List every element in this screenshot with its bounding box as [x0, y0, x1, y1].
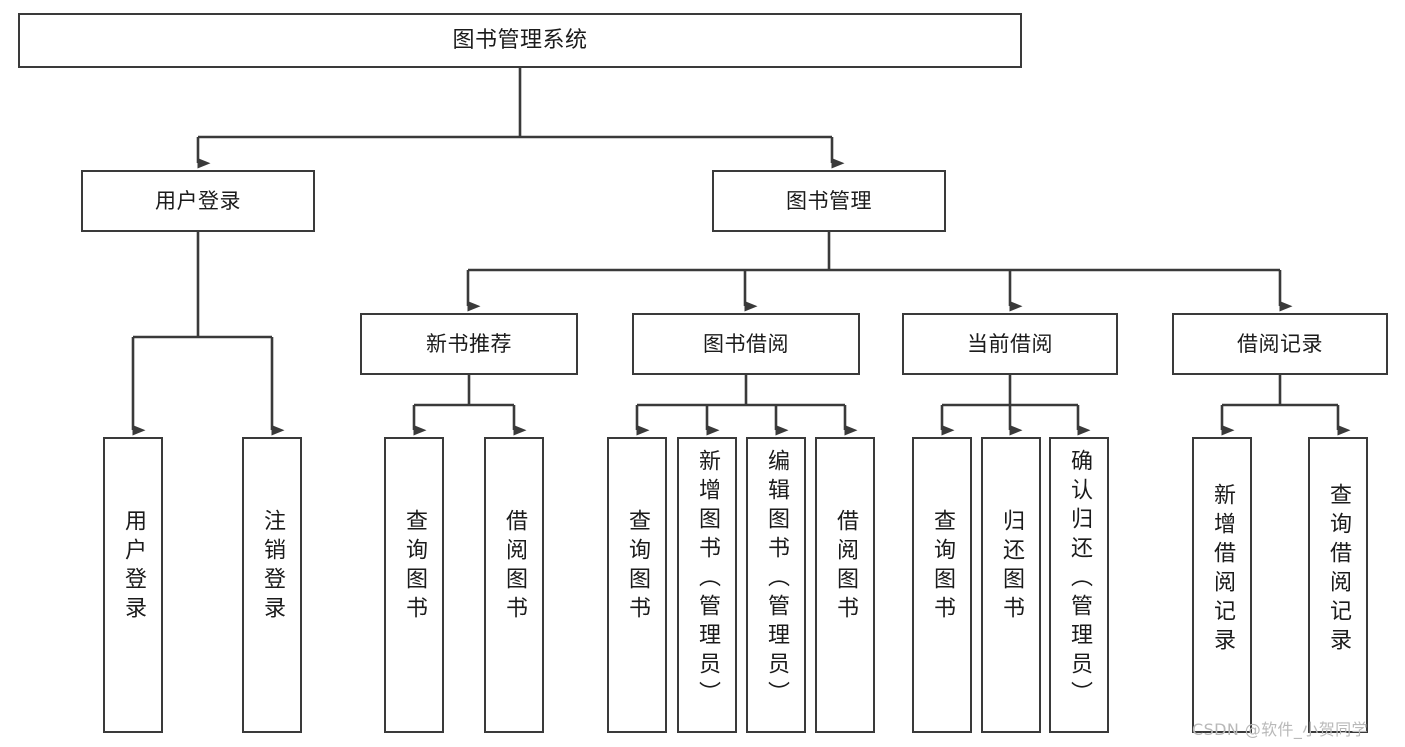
leaf-current-confirm-return-admin[interactable]: 确认归还（管理员）: [1049, 437, 1109, 733]
node-user-login[interactable]: 用户登录: [81, 170, 315, 232]
node-label: 编辑图书（管理员）: [764, 449, 789, 710]
node-label: 图书管理: [786, 188, 872, 213]
node-root-system[interactable]: 图书管理系统: [18, 13, 1022, 68]
node-label: 用户登录: [121, 509, 146, 625]
leaf-recommend-borrow-book[interactable]: 借阅图书: [484, 437, 544, 733]
node-label: 归还图书: [999, 509, 1024, 625]
node-new-book-recommend[interactable]: 新书推荐: [360, 313, 578, 375]
node-label: 用户登录: [155, 188, 241, 213]
node-label: 借阅图书: [502, 509, 527, 625]
node-book-borrow[interactable]: 图书借阅: [632, 313, 860, 375]
node-label: 查询图书: [930, 509, 955, 625]
node-label: 查询图书: [402, 509, 427, 625]
leaf-record-query-record[interactable]: 查询借阅记录: [1308, 437, 1368, 733]
leaf-borrow-borrow-book[interactable]: 借阅图书: [815, 437, 875, 733]
leaf-user-login-logout[interactable]: 注销登录: [242, 437, 302, 733]
leaf-current-query-book[interactable]: 查询图书: [912, 437, 972, 733]
leaf-user-login-login[interactable]: 用户登录: [103, 437, 163, 733]
leaf-borrow-add-book-admin[interactable]: 新增图书（管理员）: [677, 437, 737, 733]
node-label: 新增借阅记录: [1210, 483, 1235, 657]
csdn-watermark: CSDN @软件_小贺同学: [1192, 720, 1368, 739]
node-label: 确认归还（管理员）: [1067, 449, 1092, 710]
node-label: 查询图书: [625, 509, 650, 625]
node-current-borrow[interactable]: 当前借阅: [902, 313, 1118, 375]
leaf-borrow-query-book[interactable]: 查询图书: [607, 437, 667, 733]
node-label: 查询借阅记录: [1326, 483, 1351, 657]
node-label: 借阅记录: [1237, 331, 1323, 356]
node-label: 新书推荐: [426, 331, 512, 356]
leaf-borrow-edit-book-admin[interactable]: 编辑图书（管理员）: [746, 437, 806, 733]
leaf-recommend-query-book[interactable]: 查询图书: [384, 437, 444, 733]
node-label: 注销登录: [260, 509, 285, 625]
leaf-current-return-book[interactable]: 归还图书: [981, 437, 1041, 733]
leaf-record-add-record[interactable]: 新增借阅记录: [1192, 437, 1252, 733]
node-label: 图书管理系统: [452, 27, 588, 53]
node-label: 图书借阅: [703, 331, 789, 356]
node-borrow-record[interactable]: 借阅记录: [1172, 313, 1388, 375]
node-book-management[interactable]: 图书管理: [712, 170, 946, 232]
node-label: 当前借阅: [967, 331, 1053, 356]
node-label: 借阅图书: [833, 509, 858, 625]
node-label: 新增图书（管理员）: [695, 449, 720, 710]
